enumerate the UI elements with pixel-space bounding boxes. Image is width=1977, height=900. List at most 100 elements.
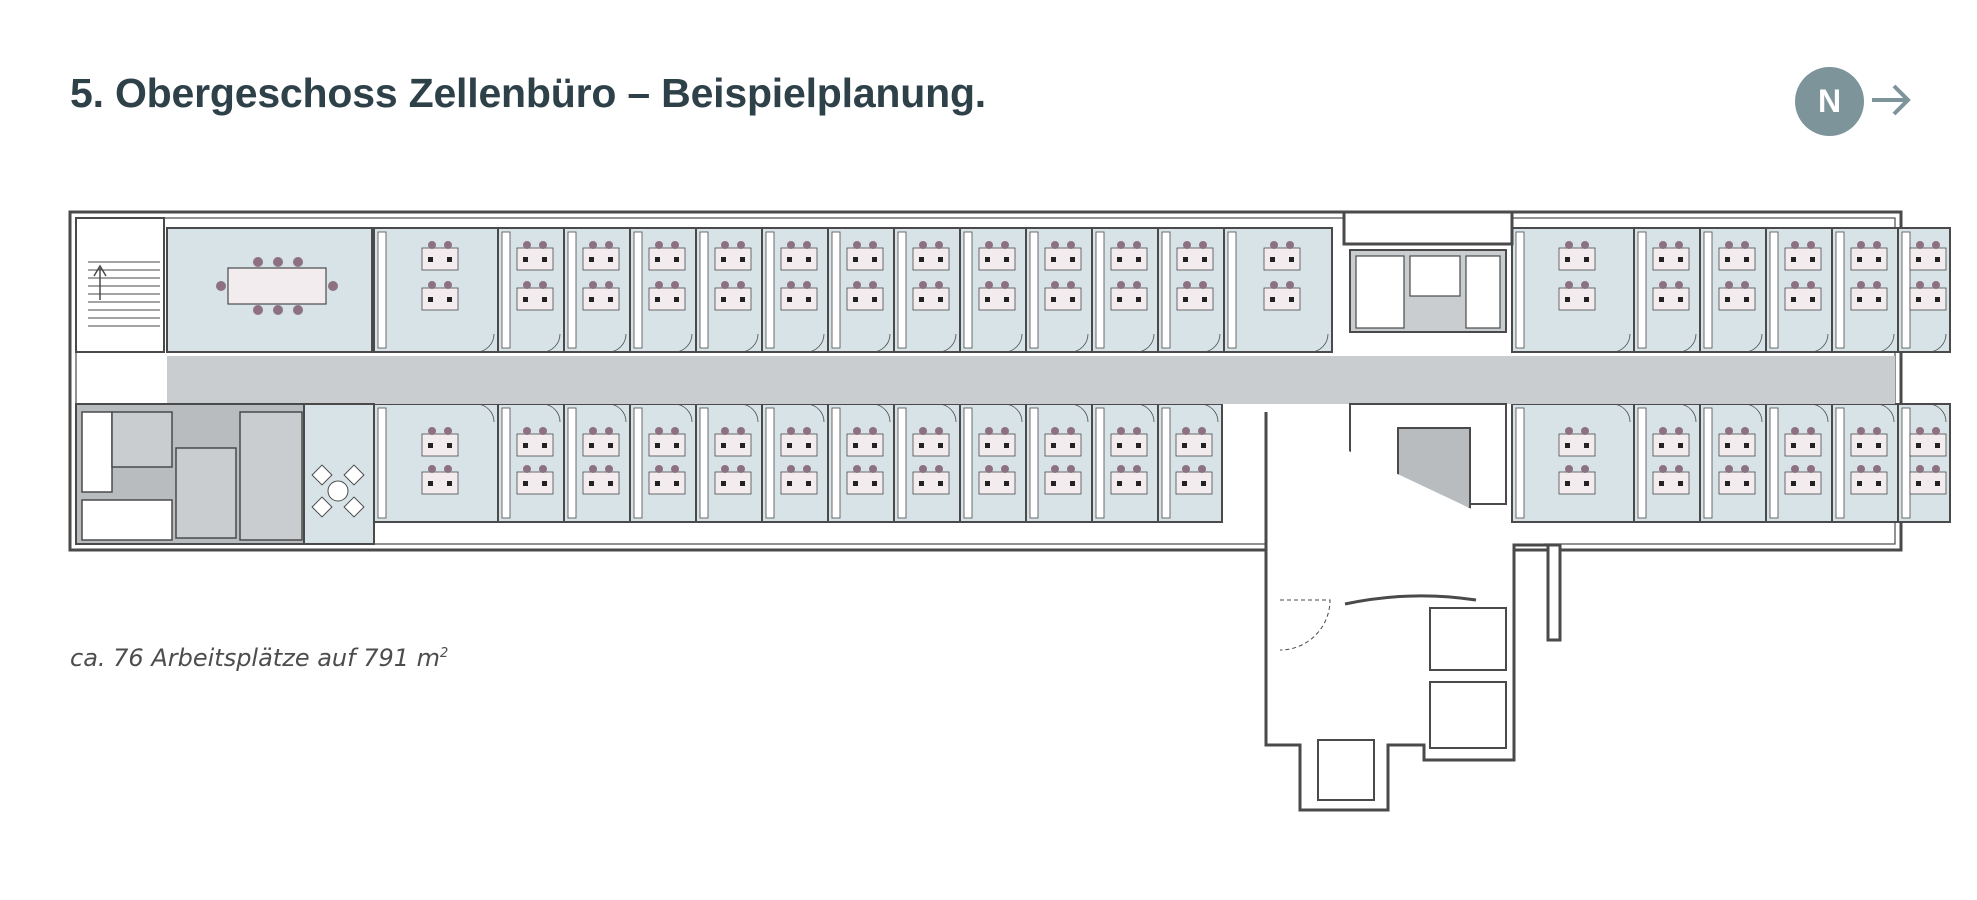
monitor	[740, 257, 745, 262]
chair	[869, 427, 877, 435]
monitor	[1725, 257, 1730, 262]
chair	[1932, 281, 1940, 289]
monitor	[523, 297, 528, 302]
monitor	[853, 481, 858, 486]
monitor	[608, 297, 613, 302]
chair	[1067, 465, 1075, 473]
desk	[1718, 471, 1756, 495]
door-swing	[1809, 333, 1829, 353]
door-swing	[805, 333, 825, 353]
monitor	[1876, 257, 1881, 262]
cabinet	[1637, 407, 1647, 519]
monitor	[1810, 257, 1815, 262]
chair	[523, 281, 531, 289]
desk	[1909, 433, 1947, 457]
monitor	[853, 297, 858, 302]
desk	[1909, 471, 1947, 495]
monitor	[1935, 257, 1940, 262]
chair	[1857, 281, 1865, 289]
cabinet	[831, 407, 841, 519]
monitor	[674, 481, 679, 486]
desk	[1652, 247, 1690, 271]
chair	[869, 281, 877, 289]
chair	[869, 241, 877, 249]
chair	[1581, 465, 1589, 473]
cabinet	[1835, 407, 1845, 519]
chair	[1659, 465, 1667, 473]
monitor	[787, 297, 792, 302]
cabinet	[501, 231, 511, 349]
chair	[737, 465, 745, 473]
monitor	[1051, 257, 1056, 262]
monitor	[1791, 257, 1796, 262]
chair	[787, 465, 795, 473]
chair	[935, 427, 943, 435]
cabinet	[963, 231, 973, 349]
monitor	[806, 257, 811, 262]
door-swing	[1201, 333, 1221, 353]
monitor	[1744, 297, 1749, 302]
monitor	[655, 443, 660, 448]
monitor	[542, 257, 547, 262]
monitor	[1916, 257, 1921, 262]
monitor	[1659, 297, 1664, 302]
door-swing	[1809, 403, 1829, 423]
chair	[1873, 241, 1881, 249]
monitor	[608, 257, 613, 262]
door-swing	[805, 403, 825, 423]
desk	[582, 247, 620, 271]
chair	[1873, 465, 1881, 473]
desk	[582, 433, 620, 457]
chair	[803, 241, 811, 249]
door-swing	[541, 333, 561, 353]
desk	[1044, 471, 1082, 495]
chair	[1659, 427, 1667, 435]
monitor	[1136, 297, 1141, 302]
monitor	[428, 481, 433, 486]
chair	[1117, 427, 1125, 435]
monitor	[1136, 257, 1141, 262]
desk	[582, 287, 620, 311]
cabinet	[377, 231, 387, 349]
chair	[1916, 281, 1924, 289]
cabinet	[1703, 407, 1713, 519]
arrow-right-icon	[1872, 84, 1911, 116]
workspace-caption: ca. 76 Arbeitsplätze auf 791 m2	[70, 644, 448, 672]
desk	[1110, 471, 1148, 495]
monitor	[1270, 297, 1275, 302]
chair	[935, 281, 943, 289]
monitor	[938, 481, 943, 486]
chair	[655, 281, 663, 289]
monitor	[1182, 443, 1187, 448]
monitor	[1659, 481, 1664, 486]
desk	[978, 471, 1016, 495]
monitor	[938, 257, 943, 262]
chair	[539, 465, 547, 473]
monitor	[985, 443, 990, 448]
chair	[589, 241, 597, 249]
chair	[1675, 427, 1683, 435]
monitor	[542, 443, 547, 448]
chair	[1198, 427, 1206, 435]
chair	[853, 241, 861, 249]
chair	[985, 465, 993, 473]
chair	[671, 465, 679, 473]
chair	[1675, 465, 1683, 473]
desk	[1909, 247, 1947, 271]
chair	[655, 241, 663, 249]
chair	[1270, 281, 1278, 289]
chair	[1807, 465, 1815, 473]
desk	[780, 247, 818, 271]
cabinet	[1637, 231, 1647, 349]
chair	[1117, 281, 1125, 289]
chair	[1857, 241, 1865, 249]
door-swing	[1003, 403, 1023, 423]
monitor	[721, 481, 726, 486]
desk	[1263, 287, 1301, 311]
desk	[912, 433, 950, 457]
monitor	[919, 257, 924, 262]
desk	[1044, 247, 1082, 271]
caption-text: ca. 76 Arbeitsplätze auf 791 m	[70, 644, 441, 672]
chair	[671, 241, 679, 249]
desk	[978, 247, 1016, 271]
